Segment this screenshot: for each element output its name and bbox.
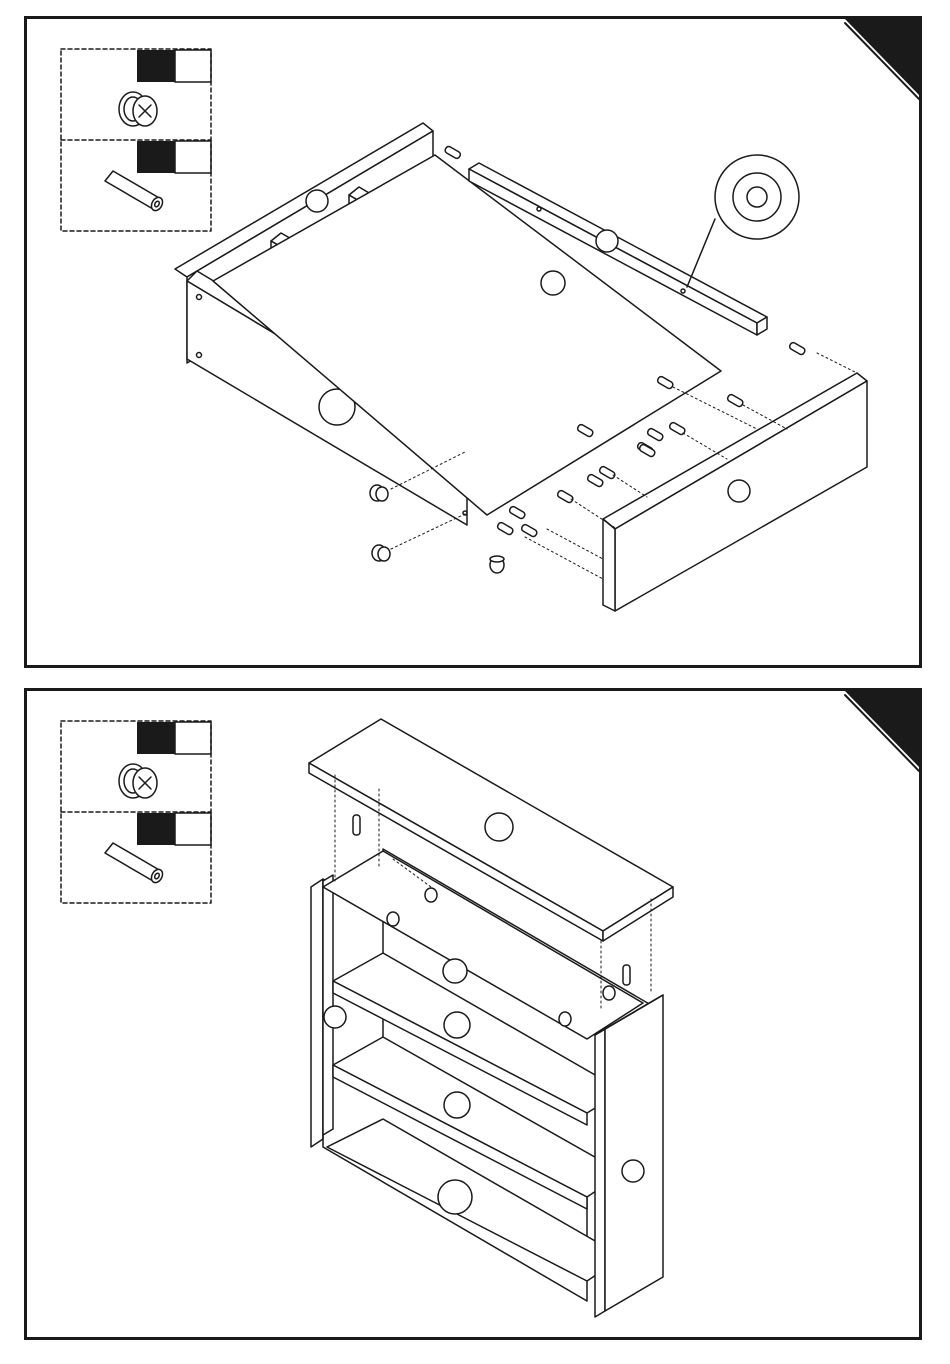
part-quantity-box — [175, 813, 211, 845]
part-label-circle — [622, 1160, 644, 1182]
dowel-icon — [105, 843, 165, 885]
dowel-icon — [105, 171, 165, 213]
part-letter-box — [137, 50, 175, 82]
part-label-circle — [443, 959, 467, 983]
cam-lock-icon — [119, 92, 157, 126]
step-1-diagram — [27, 19, 919, 665]
cam-lock-icon — [119, 764, 157, 798]
part-quantity-box — [175, 141, 211, 173]
part-label-circle — [306, 190, 328, 212]
part-quantity-box — [175, 50, 211, 82]
step-2-diagram — [27, 691, 919, 1337]
part-label-circle — [541, 271, 565, 295]
part-label-circle — [444, 1012, 470, 1038]
parts-box-1 — [61, 49, 211, 231]
part-label-circle — [438, 1180, 472, 1214]
part-label-circle — [444, 1092, 470, 1118]
step-panel-1 — [24, 16, 922, 668]
part-label-circle — [324, 1006, 346, 1028]
parts-box-2 — [61, 721, 211, 903]
part-letter-box — [137, 813, 175, 845]
part-letter-box — [137, 722, 175, 754]
part-quantity-box — [175, 722, 211, 754]
part-letter-box — [137, 141, 175, 173]
part-label-circle — [485, 813, 513, 841]
step-1-badge — [845, 19, 919, 95]
detail-callout — [687, 155, 799, 287]
step-2-badge — [845, 691, 919, 767]
part-label-circle — [596, 230, 618, 252]
step-panel-2 — [24, 688, 922, 1340]
part-label-circle — [728, 480, 750, 502]
